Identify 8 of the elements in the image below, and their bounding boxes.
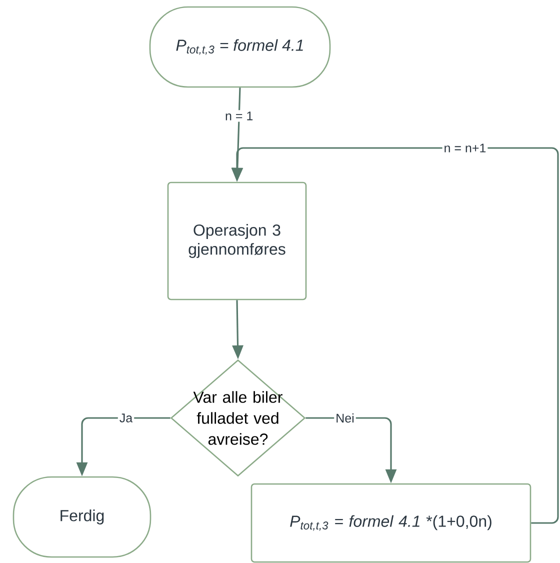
edge-label: Ja bbox=[118, 412, 134, 424]
terminator: Ferdig bbox=[12, 476, 152, 558]
edge-label: n = 1 bbox=[224, 110, 255, 122]
edge-label: n = n+1 bbox=[442, 142, 488, 154]
edge-label: Nei bbox=[334, 412, 356, 424]
terminator: P$_{tot,t,3}$ = formel 4.1 bbox=[149, 6, 331, 88]
process-box: Operasjon 3 gjennomføres bbox=[167, 182, 307, 300]
process-box: P$_{tot,t,3}$ = formel 4.1 *(1+0,0n) bbox=[250, 483, 532, 563]
